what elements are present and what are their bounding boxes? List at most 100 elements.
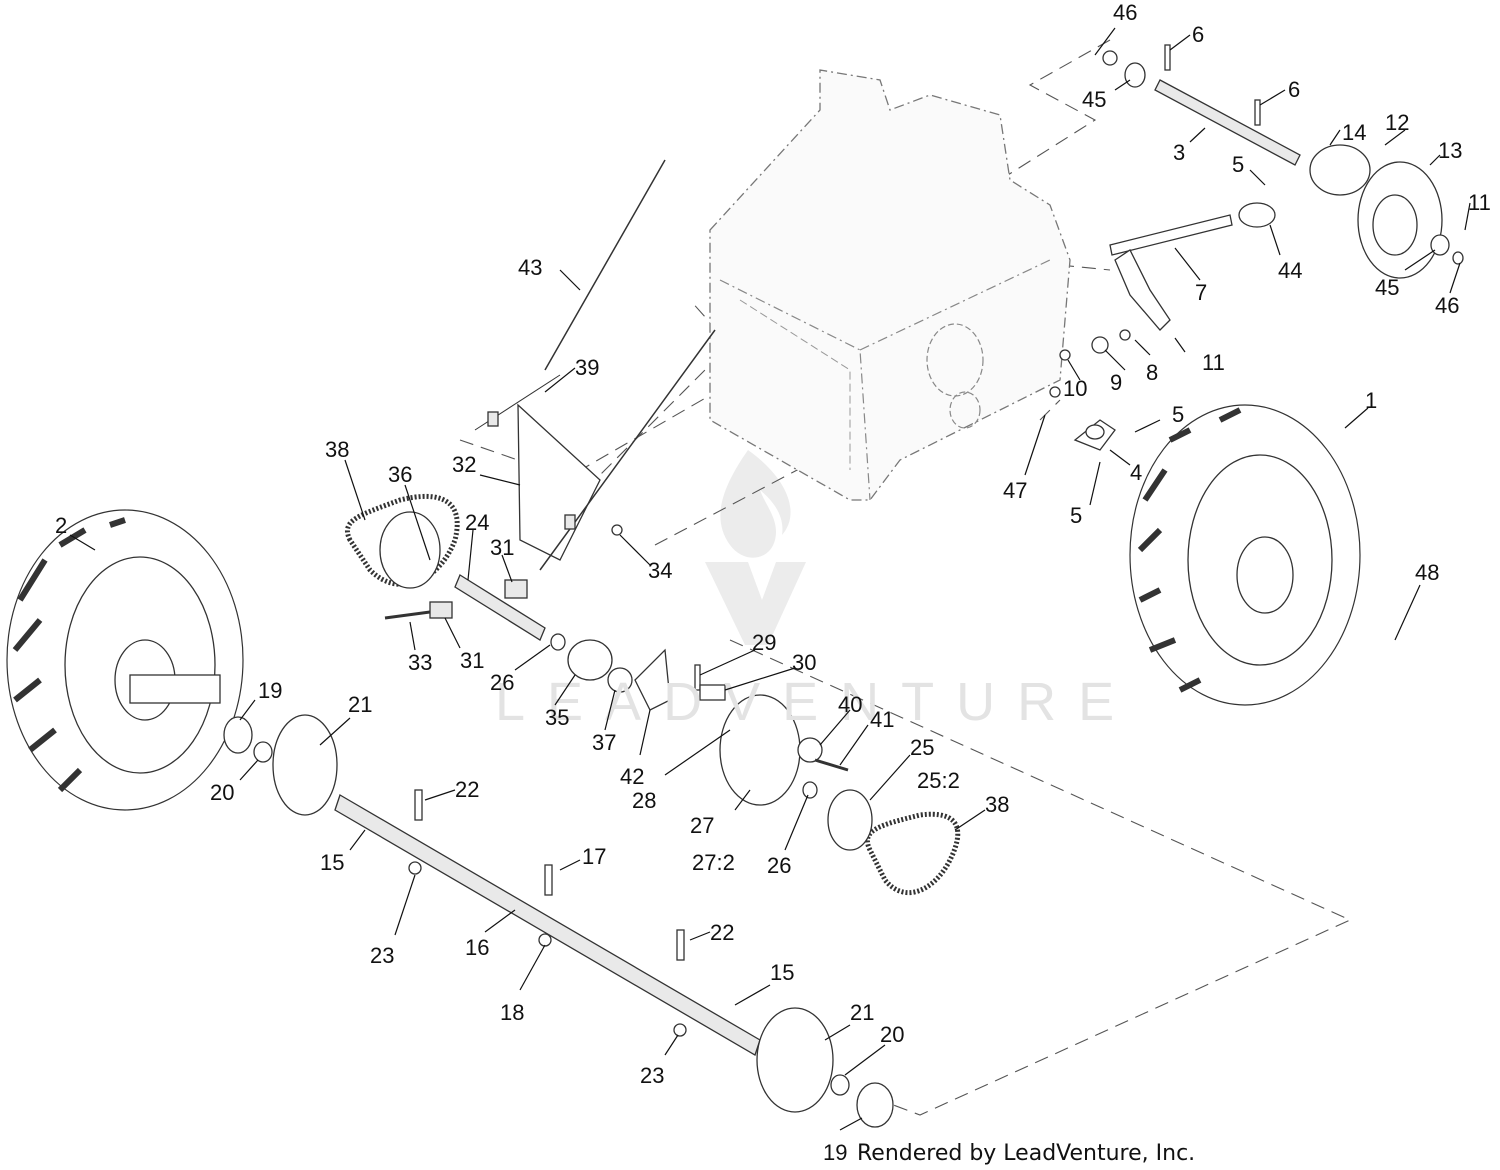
callout-16[interactable]: 16 — [465, 935, 489, 960]
callout-26[interactable]: 26 — [490, 670, 514, 695]
callout-3[interactable]: 3 — [1173, 140, 1185, 165]
callout-2[interactable]: 2 — [55, 513, 67, 538]
leader-line — [319, 717, 351, 746]
callout-45[interactable]: 45 — [1375, 275, 1399, 300]
callout-6[interactable]: 6 — [1288, 77, 1300, 102]
callout-11[interactable]: 11 — [1202, 350, 1225, 375]
callout-44[interactable]: 44 — [1278, 258, 1302, 283]
frame-housing — [709, 69, 1071, 501]
leader-line — [409, 621, 416, 651]
callout-25[interactable]: 25 — [910, 735, 934, 760]
callout-5[interactable]: 5 — [1172, 402, 1184, 427]
callout-31[interactable]: 31 — [490, 535, 514, 560]
leader-line — [444, 617, 461, 649]
leader-line — [1114, 79, 1131, 91]
callout-13[interactable]: 13 — [1438, 138, 1462, 163]
callout-12[interactable]: 12 — [1385, 110, 1409, 135]
leader-line — [699, 649, 756, 676]
callout-18[interactable]: 18 — [500, 1000, 524, 1025]
callout-8[interactable]: 8 — [1146, 360, 1158, 385]
leader-line — [501, 554, 513, 583]
callout-40[interactable]: 40 — [838, 692, 862, 717]
callout-39[interactable]: 39 — [575, 355, 599, 380]
credit-text: Rendered by LeadVenture, Inc. — [857, 1141, 1195, 1166]
callout-5[interactable]: 5 — [1232, 152, 1244, 177]
callout-35[interactable]: 35 — [545, 705, 569, 730]
leader-line — [239, 699, 256, 721]
callout-30[interactable]: 30 — [792, 650, 816, 675]
callout-23[interactable]: 23 — [640, 1063, 664, 1088]
leader-line — [514, 644, 551, 671]
callout-27[interactable]: 27 — [690, 813, 714, 838]
leader-line — [479, 474, 521, 486]
callout-4[interactable]: 4 — [1130, 460, 1142, 485]
callout-45[interactable]: 45 — [1082, 87, 1106, 112]
wheel-left[interactable] — [6, 509, 244, 811]
callout-38[interactable]: 38 — [325, 437, 349, 462]
callout-11[interactable]: 11 — [1468, 190, 1491, 215]
leader-line — [1189, 127, 1206, 143]
callout-21[interactable]: 21 — [348, 692, 372, 717]
callout-26[interactable]: 26 — [767, 853, 791, 878]
callout-15[interactable]: 15 — [770, 960, 794, 985]
callout-36[interactable]: 36 — [388, 462, 412, 487]
callout-6[interactable]: 6 — [1192, 22, 1204, 47]
callout-32[interactable]: 32 — [452, 452, 476, 477]
callout-22[interactable]: 22 — [710, 920, 734, 945]
shift-assembly — [474, 159, 1131, 571]
leader-line — [604, 689, 616, 731]
callout-20[interactable]: 20 — [210, 780, 234, 805]
leader-line — [1249, 169, 1266, 186]
wheel-right[interactable] — [1129, 404, 1361, 706]
callout-38[interactable]: 38 — [985, 792, 1009, 817]
callout-27-2[interactable]: 27:2 — [692, 850, 735, 875]
watermark — [705, 450, 806, 645]
callout-20[interactable]: 20 — [880, 1022, 904, 1047]
callout-28[interactable]: 28 — [632, 788, 656, 813]
callout-37[interactable]: 37 — [592, 730, 616, 755]
callout-34[interactable]: 34 — [648, 558, 672, 583]
callout-23[interactable]: 23 — [370, 943, 394, 968]
chains — [345, 493, 961, 895]
callout-10[interactable]: 10 — [1063, 376, 1087, 401]
callout-1[interactable]: 1 — [1365, 388, 1377, 413]
callout-25-2[interactable]: 25:2 — [917, 768, 960, 793]
callout-47[interactable]: 47 — [1003, 478, 1027, 503]
callout-5[interactable]: 5 — [1070, 503, 1082, 528]
callout-43[interactable]: 43 — [518, 255, 542, 280]
callout-48[interactable]: 48 — [1415, 560, 1439, 585]
callout-46[interactable]: 46 — [1435, 293, 1459, 318]
leader-line — [1174, 337, 1186, 353]
callout-17[interactable]: 17 — [582, 844, 606, 869]
leader-line — [484, 909, 516, 933]
chain-upper — [345, 493, 460, 587]
callout-14[interactable]: 14 — [1342, 120, 1366, 145]
leader-line — [819, 709, 851, 746]
callout-21[interactable]: 21 — [850, 1000, 874, 1025]
callout-46[interactable]: 46 — [1113, 0, 1137, 25]
callout-19[interactable]: 19 — [823, 1140, 847, 1165]
leader-line — [1109, 449, 1131, 466]
leader-line — [844, 1044, 886, 1076]
leader-line — [239, 759, 259, 781]
callout-29[interactable]: 29 — [752, 630, 776, 655]
leader-line — [1394, 584, 1421, 641]
callout-41[interactable]: 41 — [870, 707, 894, 732]
callout-33[interactable]: 33 — [408, 650, 432, 675]
callout-22[interactable]: 22 — [455, 777, 479, 802]
shaft-assembly-top — [1102, 44, 1464, 331]
leader-line — [839, 724, 869, 766]
callout-24[interactable]: 24 — [465, 510, 489, 535]
leader-line — [394, 874, 416, 936]
callout-19[interactable]: 19 — [258, 678, 282, 703]
leader-line — [1169, 34, 1191, 51]
callout-15[interactable]: 15 — [320, 850, 344, 875]
callout-9[interactable]: 9 — [1110, 370, 1122, 395]
leader-line — [544, 367, 576, 393]
leader-line — [1269, 224, 1281, 256]
callout-31[interactable]: 31 — [460, 648, 484, 673]
callout-7[interactable]: 7 — [1195, 280, 1207, 305]
watermark-flame-icon — [720, 450, 791, 558]
callout-42[interactable]: 42 — [620, 764, 644, 789]
